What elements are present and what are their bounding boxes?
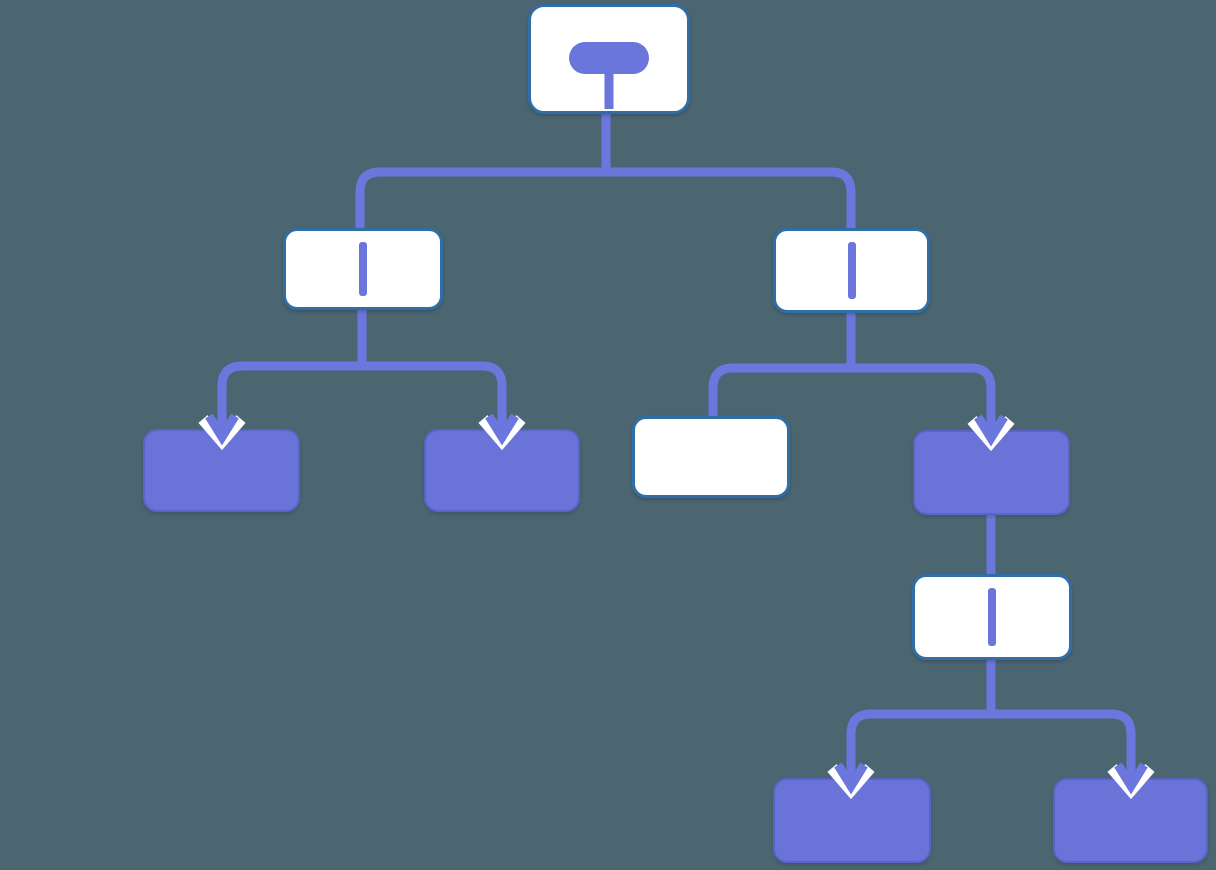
node-leaf-bottom-1[interactable] — [773, 778, 931, 863]
topic-pill-stem-icon — [604, 71, 614, 109]
node-leaf-left-2[interactable] — [424, 429, 580, 512]
node-branch-left[interactable] — [283, 228, 443, 310]
divider-bar-icon — [988, 588, 996, 646]
topic-pill-icon — [569, 42, 649, 74]
node-branch-lower[interactable] — [912, 574, 1072, 660]
divider-bar-icon — [847, 242, 856, 299]
node-leaf-bottom-2[interactable] — [1053, 778, 1208, 863]
node-leaf-right[interactable] — [913, 430, 1070, 515]
node-branch-right[interactable] — [773, 228, 930, 313]
node-child-right-empty[interactable] — [632, 416, 790, 498]
node-leaf-left-1[interactable] — [143, 429, 300, 512]
divider-bar-icon — [359, 242, 367, 296]
node-root[interactable] — [528, 4, 690, 114]
